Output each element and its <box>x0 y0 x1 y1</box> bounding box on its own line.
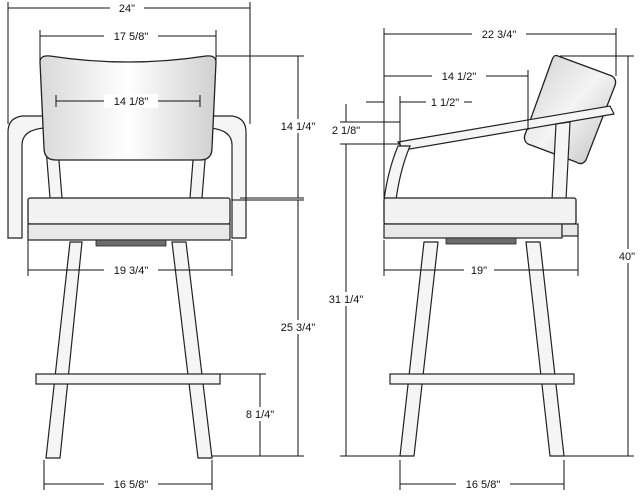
dim-seat-depth: 19" <box>471 265 487 277</box>
dim-seat-width: 19 3/4" <box>114 265 149 277</box>
dim-base-side: 16 5/8" <box>466 479 501 491</box>
dim-arm-overhang: 1 1/2" <box>431 97 459 109</box>
front-left-leg <box>45 241 83 459</box>
dim-overall-width: 24" <box>119 3 135 15</box>
dim-footrest-height: 8 1/4" <box>246 409 274 421</box>
dim-overall-depth: 22 3/4" <box>482 29 517 41</box>
side-swivel <box>445 237 517 245</box>
dim-back-width: 17 5/8" <box>114 31 149 43</box>
front-dimensions: 24" 17 5/8" 14 1/8" 14 1/4" 19 3/4" 25 3… <box>7 1 322 491</box>
dim-back-height: 14 1/4" <box>281 121 316 133</box>
side-seat-bottom <box>383 223 563 239</box>
side-right-leg <box>525 241 565 457</box>
dim-overall-height: 40" <box>619 251 635 263</box>
front-seat-bottom <box>27 223 231 241</box>
side-seat-top <box>383 197 577 225</box>
front-seat-top <box>27 197 231 225</box>
dim-arm-height: 31 1/4" <box>329 294 364 306</box>
front-footrest <box>35 373 221 385</box>
front-view <box>7 55 247 459</box>
front-swivel <box>95 239 167 247</box>
side-footrest <box>389 373 575 385</box>
front-right-leg <box>171 241 213 459</box>
side-view <box>383 54 617 457</box>
dim-seat-height: 25 3/4" <box>281 322 316 334</box>
side-left-leg <box>399 241 439 457</box>
dim-back-inner-width: 14 1/8" <box>114 96 149 108</box>
side-backrest <box>523 54 617 165</box>
dim-arm-above: 2 1/8" <box>332 125 360 137</box>
side-dimensions: 22 3/4" 14 1/2" 1 1/2" 2 1/8" 31 1/4" 40… <box>322 27 640 491</box>
side-seat-tab <box>561 223 579 237</box>
dim-base-front: 16 5/8" <box>114 479 149 491</box>
dim-seat-to-back: 14 1/2" <box>442 71 477 83</box>
side-front-post <box>383 145 411 201</box>
